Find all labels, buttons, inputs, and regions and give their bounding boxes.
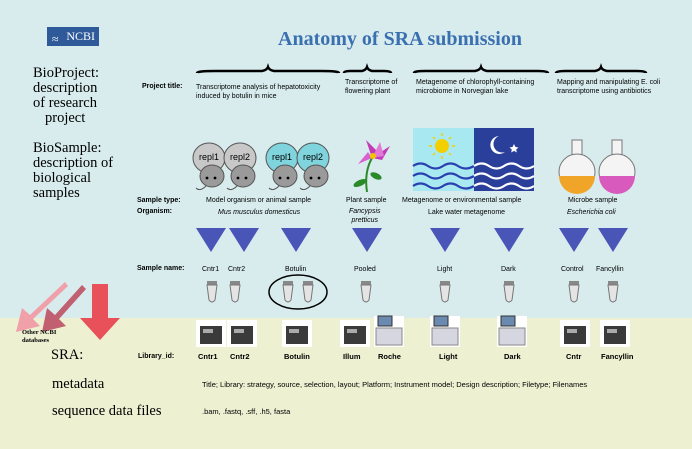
tube-icon-4 <box>302 281 314 303</box>
triangle-1 <box>196 228 226 252</box>
sequencer-icon-4 <box>340 320 370 347</box>
page-title: Anatomy of SRA submission <box>278 28 522 50</box>
project-title-4: Mapping and manipulating E. coli transcr… <box>557 79 661 95</box>
sequencer-icon-5 <box>374 315 404 347</box>
sample-type-3: Metagenome or environmental sample <box>402 197 522 204</box>
triangle-5 <box>430 228 460 252</box>
sample-name-3: Botulin <box>285 266 307 273</box>
sample-name-5: Light <box>437 266 453 273</box>
triangle-3 <box>281 228 311 252</box>
tube-icon-1 <box>206 281 218 303</box>
organism-4: Escherichia coli <box>567 209 616 216</box>
mouse-label-2: repl2 <box>230 152 251 162</box>
flower-icon <box>353 140 390 193</box>
library-id-5: Roche <box>378 352 401 361</box>
ncbi-logo: ≈ NCBI <box>47 27 99 46</box>
triangle-8 <box>598 228 628 252</box>
library-id-1: Cntr1 <box>198 352 218 361</box>
sequencer-icon-3 <box>282 320 312 347</box>
triangle-6 <box>494 228 524 252</box>
sequencer-icons <box>196 315 630 347</box>
library-id-label: Library_id: <box>138 353 175 360</box>
project-brace-3 <box>412 63 550 74</box>
mouse-icon-2 <box>223 142 257 191</box>
mouse-label-4: repl2 <box>303 152 324 162</box>
triangle-4 <box>352 228 382 252</box>
sample-name-4: Pooled <box>354 266 376 273</box>
sequence-files-label: sequence data files <box>52 403 162 419</box>
metadata-fields: Title; Library: strategy, source, select… <box>202 380 588 389</box>
sample-name-8: Fancyllin <box>596 266 624 273</box>
ncbi-helix-icon: ≈ <box>52 32 59 46</box>
tube-icon-5 <box>360 281 372 303</box>
organism-label: Organism: <box>137 208 173 215</box>
sample-type-4: Microbe sample <box>568 197 618 204</box>
sequencer-icon-7 <box>497 315 527 347</box>
bioproject-label: BioProject: description of research proj… <box>33 65 100 126</box>
project-brace-2 <box>342 63 393 74</box>
project-brace-4 <box>554 63 648 74</box>
arrow-red-icon <box>80 284 120 340</box>
biosample-label: BioSample: description of biological sam… <box>33 140 114 201</box>
arrow-pink-icon <box>16 282 68 332</box>
flask-icon-2 <box>598 139 636 194</box>
mouse-icon-4 <box>296 142 330 191</box>
library-id-4: Illum <box>343 352 361 361</box>
sample-type-1: Model organism or animal sample <box>206 197 312 204</box>
flask-icon-1 <box>558 139 596 194</box>
sample-name-1: Cntr1 <box>202 266 220 273</box>
file-types: .bam, .fastq, .sff, .h5, fasta <box>202 407 291 416</box>
sequencer-icon-1 <box>196 320 226 347</box>
tube-icon-9 <box>607 281 619 303</box>
mouse-icon-1 <box>192 142 226 191</box>
library-id-7: Dark <box>504 352 521 361</box>
sequencer-icon-6 <box>430 315 460 347</box>
sample-name-label: Sample name: <box>137 265 185 272</box>
project-title-2: Transcriptome of flowering plant <box>345 79 398 95</box>
mouse-label-1: repl1 <box>199 152 220 162</box>
library-id-3: Botulin <box>284 352 310 361</box>
sample-type-label: Sample type: <box>137 197 181 204</box>
sample-tubes <box>206 281 619 303</box>
triangle-2 <box>229 228 259 252</box>
triangle-7 <box>559 228 589 252</box>
mouse-icon-3 <box>265 142 299 191</box>
tube-icon-6 <box>439 281 451 303</box>
library-id-8: Cntr <box>566 352 582 361</box>
sample-name-6: Dark <box>501 266 516 273</box>
sample-name-2: Cntr2 <box>228 266 246 273</box>
project-title-3: Metagenome of chlorophyll-containing mic… <box>416 79 535 95</box>
tube-icon-2 <box>229 281 241 303</box>
sequencer-icon-2 <box>227 320 257 347</box>
sample-type-2: Plant sample <box>346 197 387 204</box>
project-title-label: Project title: <box>142 83 183 90</box>
organism-3: Lake water metagenome <box>428 209 506 216</box>
library-id-2: Cntr2 <box>230 352 250 361</box>
library-id-6: Light <box>439 352 458 361</box>
tube-icon-3 <box>282 281 294 303</box>
metadata-label: metadata <box>52 376 105 392</box>
mouse-label-3: repl1 <box>272 152 293 162</box>
library-id-9: Fancyllin <box>601 352 634 361</box>
sequencer-icon-9 <box>600 320 630 347</box>
organism-1: Mus musculus domesticus <box>218 209 301 216</box>
sample-name-7: Control <box>561 266 584 273</box>
project-title-1: Transcriptome analysis of hepatotoxicity… <box>196 84 321 100</box>
lake-night-icon <box>473 128 535 191</box>
organism-2: Fancypsis pretticus <box>349 208 381 224</box>
arrow-dark-icon <box>42 285 86 332</box>
tube-icon-8 <box>568 281 580 303</box>
tube-icon-7 <box>503 281 515 303</box>
project-brace-1 <box>195 63 341 74</box>
botulin-highlight <box>268 274 328 310</box>
sra-label: SRA: <box>51 347 84 363</box>
sequencer-icon-8 <box>560 320 590 347</box>
other-ncbi-label: Other NCBI databases <box>22 329 57 344</box>
sample-triangles <box>196 228 628 252</box>
lake-day-icon <box>412 128 475 191</box>
